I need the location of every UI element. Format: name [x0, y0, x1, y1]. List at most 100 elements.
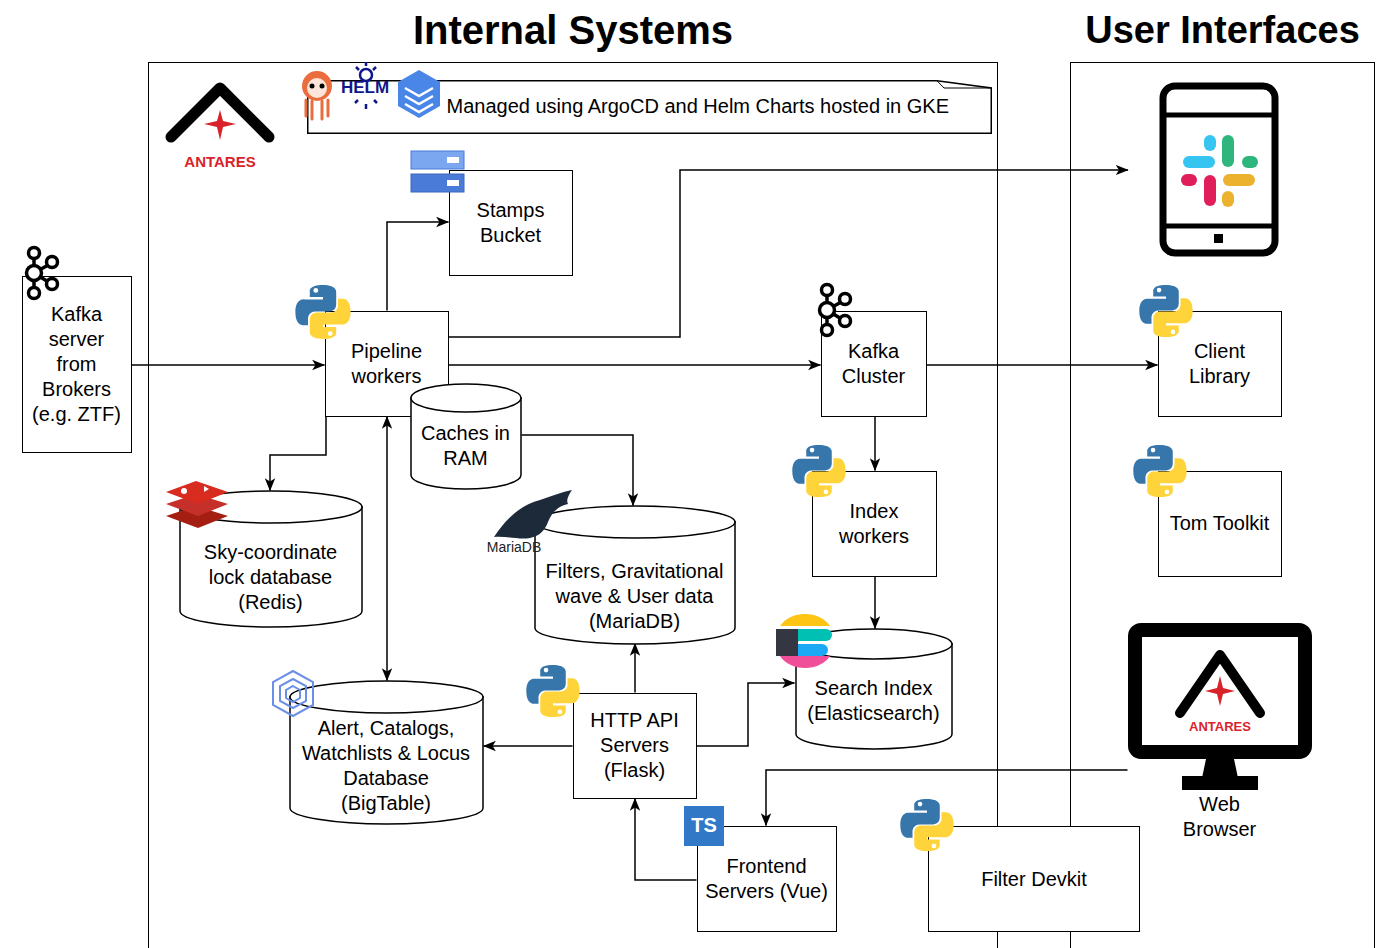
- gke-icon: [405, 88, 433, 112]
- connector-arrow: [766, 770, 1128, 826]
- slack-icon: [1187, 174, 1191, 186]
- process-box: Kafka server from Brokers (e.g. ZTF): [22, 276, 132, 453]
- process-box: Index workers: [812, 471, 937, 577]
- node-label: Filter Devkit: [981, 867, 1087, 892]
- note-banner: Managed using ArgoCD and Helm Charts hos…: [307, 80, 992, 134]
- icon-badge: TS: [684, 813, 724, 837]
- connector-arrow: [270, 417, 326, 491]
- bucket-icon: [411, 151, 464, 169]
- python-icon: [792, 445, 845, 497]
- kafka-icon: [820, 285, 851, 336]
- bucket-icon: [447, 157, 459, 163]
- node-label: Sky-coordinate lock database (Redis): [187, 540, 355, 615]
- python-icon: [526, 665, 579, 717]
- redis-icon: [166, 494, 228, 516]
- node-label: HTTP API Servers (Flask): [578, 708, 692, 783]
- slack-icon: [1248, 156, 1252, 168]
- node-label: Kafka server from Brokers (e.g. ZTF): [27, 302, 127, 427]
- connector-arrow: [634, 644, 636, 693]
- node-label: Search Index (Elasticsearch): [803, 676, 945, 726]
- bigtable-icon: [286, 686, 300, 702]
- cylinder-top: [180, 491, 362, 523]
- slack-icon: [1204, 181, 1216, 200]
- phone-icon: [1163, 113, 1275, 118]
- process-box: Kafka Cluster: [821, 311, 927, 417]
- argo-icon: [306, 100, 328, 119]
- process-box: Client Library: [1158, 311, 1282, 417]
- connector-arrow: [874, 577, 876, 629]
- bucket-icon: [447, 180, 459, 186]
- antares-logo: [171, 88, 269, 140]
- connector-arrow: [697, 683, 795, 746]
- monitor-icon: [1205, 676, 1235, 706]
- icon-caption: HELM: [337, 77, 393, 98]
- argo-icon: [302, 71, 332, 101]
- mariadb-icon: [494, 490, 572, 539]
- slack-icon: [1222, 141, 1234, 161]
- redis-icon: [181, 488, 187, 494]
- section-heading: User Interfaces: [1071, 7, 1374, 53]
- node-label: Managed using ArgoCD and Helm Charts hos…: [447, 94, 950, 119]
- argo-icon: [307, 78, 327, 98]
- gke-icon: [398, 70, 440, 118]
- cylinder-body: [535, 521, 735, 644]
- phone-icon: [1214, 234, 1223, 243]
- cylinder-body: [290, 696, 483, 824]
- database-cylinder: Alert, Catalogs, Watchlists & Locus Data…: [289, 680, 484, 825]
- mariadb-icon: [494, 490, 572, 539]
- process-box: HTTP API Servers (Flask): [573, 693, 697, 799]
- connector-arrow: [635, 799, 697, 881]
- process-box: Stamps Bucket: [449, 170, 573, 276]
- bucket-icon: [411, 151, 464, 192]
- monitor-icon: [1135, 630, 1305, 752]
- connector-arrow: [449, 364, 821, 366]
- python-icon: [1133, 445, 1186, 497]
- bigtable-icon: [273, 671, 313, 716]
- cylinder-body: [180, 506, 362, 627]
- bigtable-icon: [280, 679, 306, 708]
- logo-text: ANTARES: [160, 152, 280, 171]
- typescript-icon: [684, 806, 724, 846]
- cylinder-top: [411, 384, 521, 412]
- connector-arrow: [927, 364, 1158, 366]
- cylinder-top: [796, 629, 952, 659]
- kafka-icon: [27, 248, 58, 299]
- slack-icon: [1204, 141, 1216, 145]
- slack-icon: [1187, 141, 1252, 201]
- node-label: Index workers: [818, 499, 930, 549]
- section-heading: Internal Systems: [149, 7, 997, 53]
- node-label: Alert, Catalogs, Watchlists & Locus Data…: [300, 716, 472, 816]
- phone-icon: [1163, 86, 1275, 253]
- database-cylinder: Search Index (Elasticsearch): [795, 628, 953, 750]
- node-label: Caches in RAM: [418, 421, 514, 471]
- notification-line: [449, 170, 1128, 337]
- elasticsearch-icon: [776, 629, 832, 641]
- argo-icon: [302, 71, 332, 119]
- connector-arrow: [132, 364, 325, 366]
- system-panel: Internal SystemsManaged using ArgoCD and…: [148, 62, 998, 948]
- process-box: Tom Toolkit: [1158, 471, 1282, 577]
- phone-icon: [1163, 224, 1275, 229]
- node-label: Pipeline workers: [330, 339, 444, 389]
- bucket-icon: [411, 174, 464, 192]
- monitor-icon: [1182, 776, 1258, 790]
- monitor-icon: [1180, 655, 1260, 713]
- redis-icon: [166, 506, 228, 528]
- cylinder-top: [535, 506, 735, 538]
- monitor-icon: [1202, 759, 1238, 778]
- slack-icon: [1229, 174, 1249, 186]
- banner-border: [307, 80, 991, 133]
- python-icon: [295, 285, 350, 339]
- slack-icon: [1222, 197, 1234, 201]
- process-box: Filter Devkit: [928, 826, 1140, 932]
- redis-icon: [204, 486, 209, 492]
- connector-arrow: [386, 417, 388, 681]
- node-label: Frontend Servers (Vue): [702, 854, 832, 904]
- node-label: Stamps Bucket: [454, 198, 568, 248]
- bigtable-icon: [273, 671, 313, 716]
- connector-arrow: [874, 417, 876, 471]
- node-label: Kafka Cluster: [826, 339, 922, 389]
- process-box: Frontend Servers (Vue): [697, 826, 837, 932]
- node-label: Filters, Gravitational wave & User data …: [542, 559, 728, 634]
